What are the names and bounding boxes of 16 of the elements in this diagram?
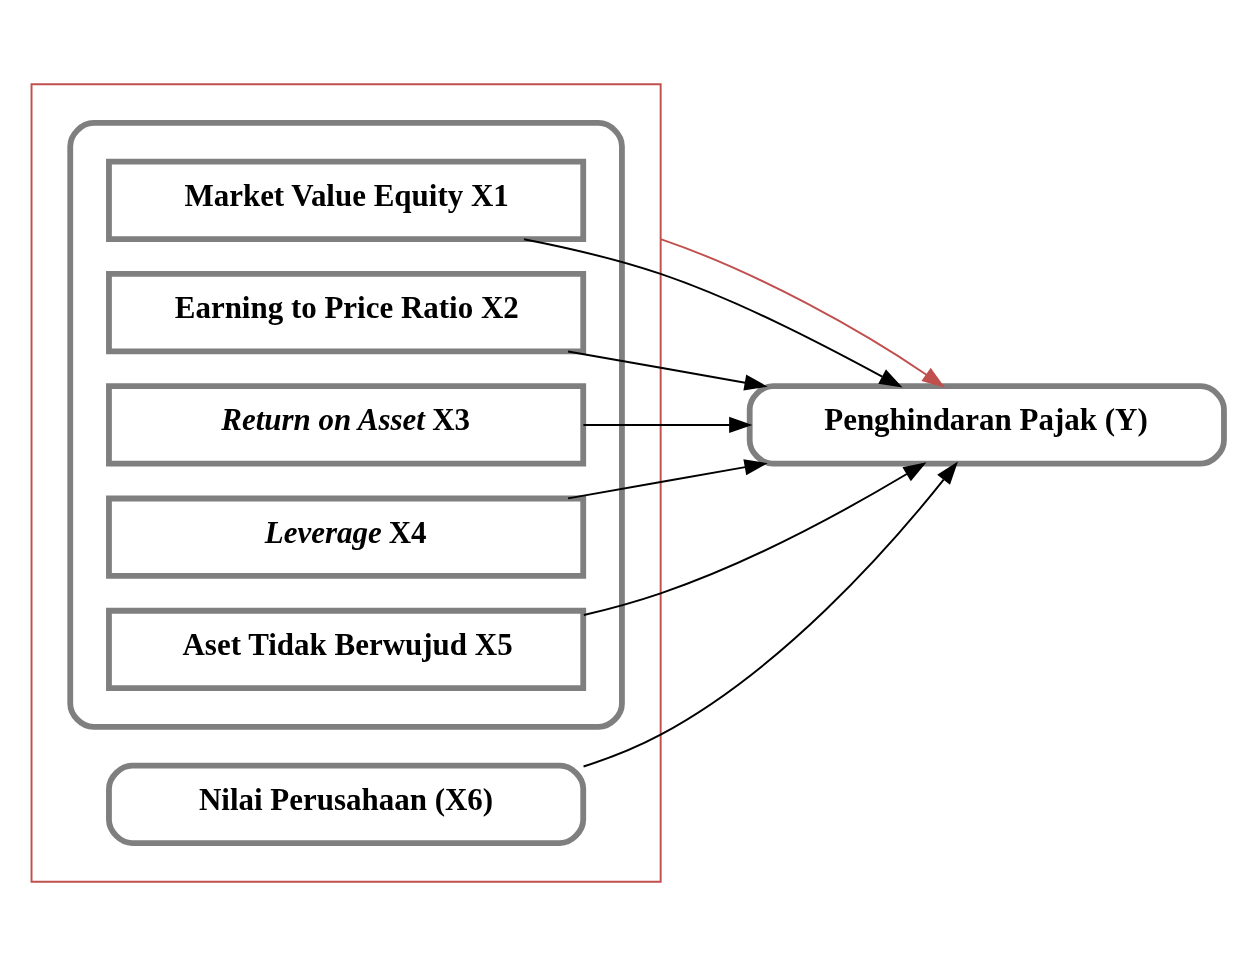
node-box: Leverage X4 [106,495,587,579]
node-box: Return on Asset X3 [106,383,587,467]
arrow [567,459,768,500]
arrow [567,350,768,391]
arrow [582,462,927,616]
node-box: Nilai Perusahaan (X6) [106,762,587,846]
arrow [582,461,958,768]
node-box: Market Value Equity X1 [106,158,587,242]
arrow [523,238,903,388]
node-box: Earning to Price Ratio X2 [106,271,587,355]
arrow [582,416,753,434]
cluster [67,120,625,730]
node-box: Penghindaran Pajak (Y) [746,383,1227,467]
arrow [659,238,946,388]
cluster [30,83,662,883]
node-box: Aset Tidak Berwujud X5 [106,607,587,692]
